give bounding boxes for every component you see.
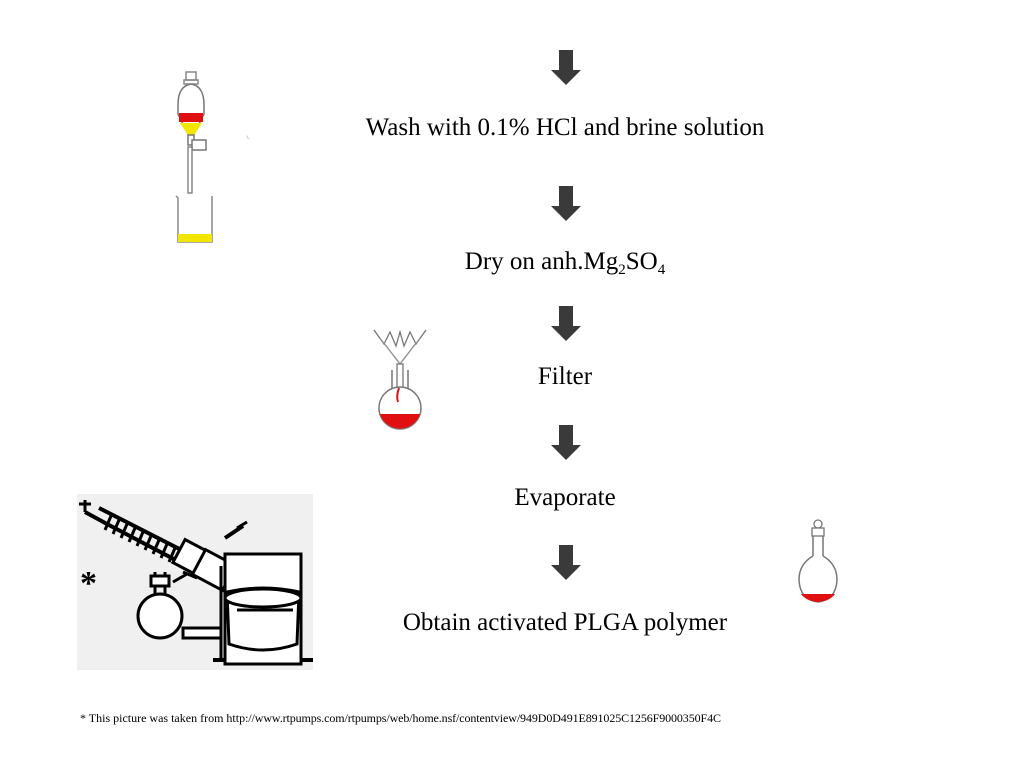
asterisk-mark: * — [80, 565, 97, 602]
separatory-funnel-icon — [160, 70, 260, 248]
footnote-url: ://www.rtpumps.com/rtpumps/web/home.nsf/… — [245, 711, 721, 725]
step-wash: Wash with 0.1% HCl and brine solution — [365, 114, 765, 141]
down-arrow-icon — [550, 50, 582, 86]
down-arrow-icon — [550, 545, 582, 581]
stoppered-flask-icon — [792, 516, 846, 608]
step-dry-text: Dry on anh.Mg — [464, 248, 619, 275]
step-dry-sub-2: 2 — [618, 262, 626, 278]
step-dry: Dry on anh.Mg2SO4 — [350, 248, 780, 279]
footnote-prefix: * This picture was taken from http — [80, 711, 246, 725]
step-obtain: Obtain activated PLGA polymer — [402, 609, 728, 636]
down-arrow-icon — [550, 425, 582, 461]
step-dry-sub-4: 4 — [657, 262, 666, 278]
step-evaporate: Evaporate — [514, 484, 616, 511]
step-filter: Filter — [537, 363, 593, 390]
filter-funnel-flask-icon — [368, 326, 432, 436]
footnote: * This picture was taken from http://www… — [80, 711, 721, 726]
down-arrow-icon — [550, 186, 582, 222]
rotary-evaporator-icon — [77, 494, 313, 670]
step-dry-text-mid: SO — [625, 248, 658, 275]
down-arrow-icon — [550, 306, 582, 342]
